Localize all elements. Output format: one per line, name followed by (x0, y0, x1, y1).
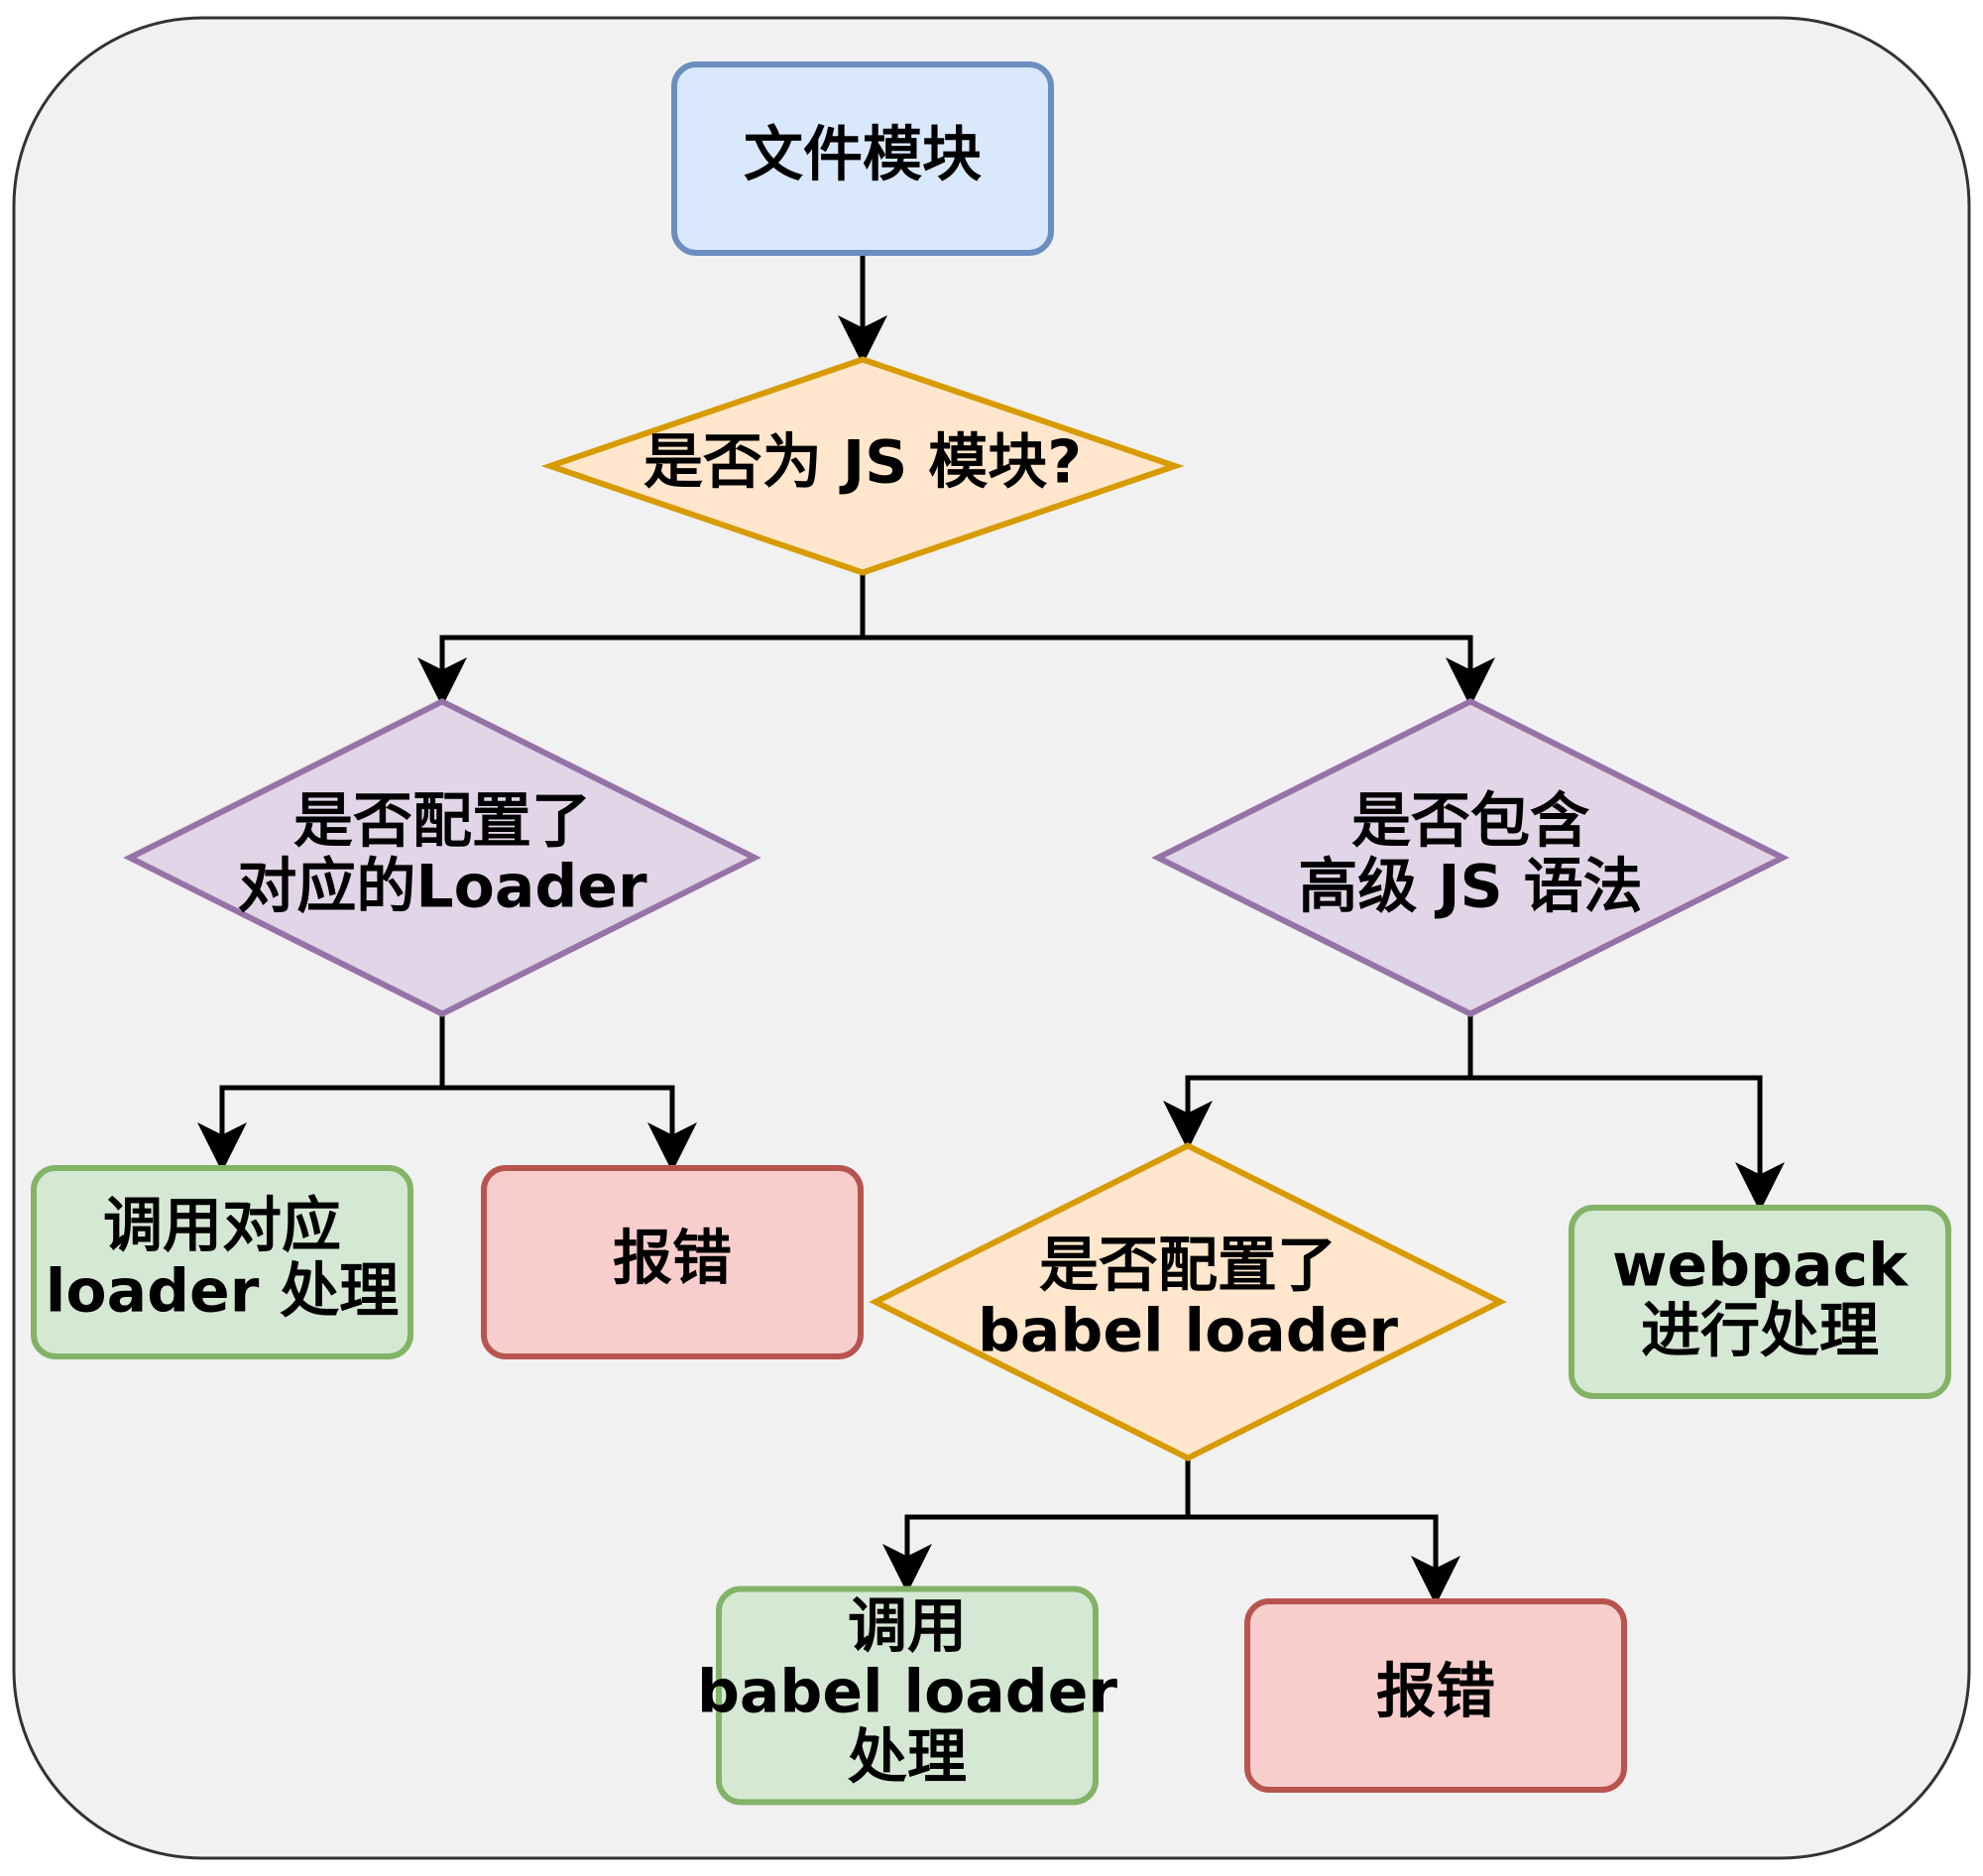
edge-arrow-is-js-module-to-has-loader (417, 573, 866, 707)
node-label-line: 进行处理 (1641, 1297, 1879, 1366)
process-box (716, 1585, 1099, 1806)
edge-arrow-has-loader-to-error-1 (442, 1085, 697, 1172)
node-label-line: babel loader (978, 1297, 1398, 1366)
process-box (481, 1165, 864, 1359)
node-label-line: 调用 (848, 1592, 967, 1662)
node-label-line: 是否配置了 (293, 787, 591, 857)
edge-arrow-has-babel-loader-to-error-2 (1188, 1514, 1460, 1605)
edge-arrow-has-advanced-js-to-has-babel-loader (1163, 1013, 1473, 1150)
node-is-js-module: 是否为 JS 模块? (540, 356, 1185, 576)
node-label-line: 处理 (848, 1723, 967, 1793)
process-box (1569, 1205, 1951, 1399)
node-label-line: 对应的Loader (237, 853, 647, 922)
edge-arrow-is-js-module-to-has-advanced-js (863, 635, 1495, 707)
node-error-1: 报错 (481, 1165, 864, 1359)
edges-layer (197, 253, 1785, 1605)
edge-arrow-has-babel-loader-to-call-babel-loader (882, 1458, 1191, 1593)
node-label-line: babel loader (697, 1658, 1117, 1727)
node-label-line: 报错 (1376, 1658, 1495, 1727)
process-box (671, 61, 1054, 256)
edge-arrow-has-loader-to-call-loader (197, 1013, 445, 1172)
node-label-line: 报错 (613, 1225, 732, 1294)
diagram-background (12, 16, 1971, 1860)
decision-diamond (869, 1142, 1507, 1462)
decision-diamond (123, 698, 761, 1017)
decision-diamond (1151, 698, 1790, 1017)
node-label-line: 文件模块 (744, 121, 982, 190)
node-label-line: 高级 JS 语法 (1298, 853, 1642, 922)
edge-arrow-has-advanced-js-to-webpack-process (1470, 1075, 1785, 1212)
node-label-line: 是否配置了 (1039, 1231, 1337, 1301)
node-label-line: loader 处理 (46, 1257, 399, 1327)
node-label-line: webpack (1612, 1231, 1910, 1301)
node-file-module: 文件模块 (671, 61, 1054, 256)
process-box (1244, 1598, 1627, 1793)
node-label-line: 是否包含 (1351, 787, 1589, 857)
decision-diamond (540, 356, 1185, 576)
process-box (31, 1165, 413, 1359)
node-error-2: 报错 (1244, 1598, 1627, 1793)
node-label-line: 是否为 JS 模块? (643, 428, 1082, 498)
node-label-line: 调用对应 (103, 1192, 341, 1261)
